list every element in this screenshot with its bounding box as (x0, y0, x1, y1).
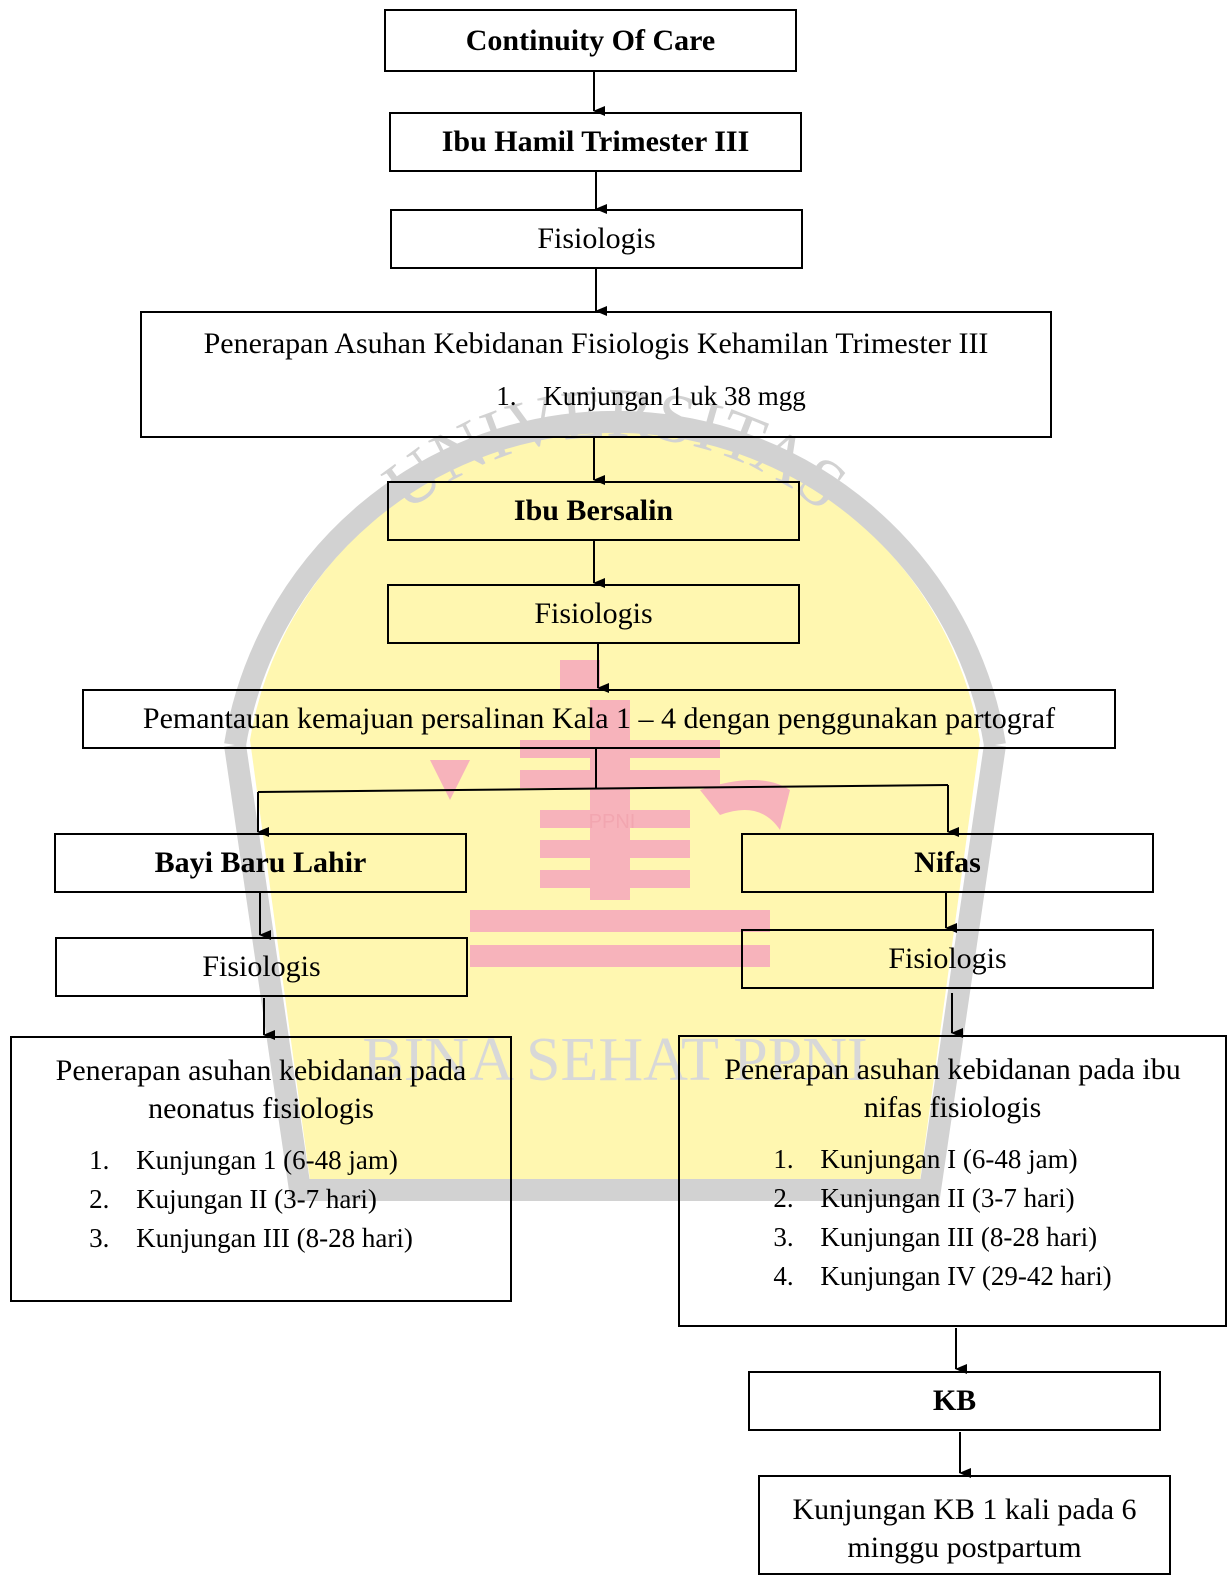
node-ibu-bersalin: Ibu Bersalin (387, 481, 800, 541)
node-title-line2: neonatus fisiologis (148, 1091, 374, 1125)
node-ibu-hamil: Ibu Hamil Trimester III (389, 112, 802, 172)
node-label: Fisiologis (888, 942, 1007, 976)
visit-list: 1. Kunjungan 1 (6-48 jam) 2. Kujungan II… (89, 1141, 413, 1258)
node-fisiologis-bersalin: Fisiologis (387, 584, 800, 644)
node-pemantauan: Pemantauan kemajuan persalinan Kala 1 – … (82, 689, 1116, 749)
list-text: Kunjungan 1 uk 38 mgg (543, 380, 806, 411)
list-text: Kunjungan II (3-7 hari) (820, 1183, 1075, 1213)
list-item: 1. Kunjungan 1 (6-48 jam) (89, 1141, 413, 1180)
visit-list: 1. Kunjungan 1 uk 38 mgg (496, 377, 806, 416)
branch-horizontal (257, 784, 949, 793)
list-text: Kujungan II (3-7 hari) (136, 1184, 377, 1214)
node-nifas: Nifas (741, 833, 1154, 893)
list-number: 2. (773, 1183, 794, 1213)
list-item: 4. Kunjungan IV (29-42 hari) (773, 1257, 1111, 1296)
list-number: 2. (89, 1184, 110, 1214)
watermark-emblem-label: PPNI (589, 811, 636, 833)
list-text: Kunjungan IV (29-42 hari) (820, 1261, 1112, 1291)
visit-list: 1. Kunjungan I (6-48 jam) 2. Kunjungan I… (773, 1140, 1111, 1296)
list-number: 1. (89, 1145, 110, 1175)
node-label-line2: minggu postpartum (847, 1530, 1082, 1564)
node-label: Pemantauan kemajuan persalinan Kala 1 – … (142, 702, 1056, 736)
node-label: KB (932, 1384, 977, 1418)
node-title-line1: Penerapan asuhan kebidanan pada ibu (724, 1053, 1181, 1086)
list-item: 1. Kunjungan 1 uk 38 mgg (496, 377, 806, 416)
node-fisiologis-hamil: Fisiologis (390, 209, 803, 269)
node-fisiologis-bbl: Fisiologis (55, 937, 468, 997)
list-number: 1. (773, 1144, 794, 1174)
node-title: Penerapan Asuhan Kebidanan Fisiologis Ke… (203, 327, 989, 360)
list-number: 1. (496, 380, 517, 411)
list-text: Kunjungan I (6-48 jam) (820, 1144, 1078, 1174)
list-item: 3. Kunjungan III (8-28 hari) (773, 1218, 1111, 1257)
list-number: 4. (773, 1261, 794, 1291)
node-kunjungan-kb: Kunjungan KB 1 kali pada 6 minggu postpa… (758, 1475, 1171, 1575)
list-text: Kunjungan III (8-28 hari) (136, 1223, 413, 1253)
list-item: 2. Kujungan II (3-7 hari) (89, 1180, 413, 1219)
node-label: Fisiologis (202, 950, 321, 984)
node-label: Continuity Of Care (465, 23, 716, 57)
node-label: Ibu Hamil Trimester III (441, 125, 750, 159)
node-label: Nifas (914, 846, 981, 880)
list-item: 1. Kunjungan I (6-48 jam) (773, 1140, 1111, 1179)
watermark-emblem (430, 660, 790, 967)
node-continuity-of-care: Continuity Of Care (384, 9, 797, 72)
node-bayi-baru-lahir: Bayi Baru Lahir (54, 833, 467, 893)
node-label: Bayi Baru Lahir (154, 846, 367, 880)
list-number: 3. (89, 1223, 110, 1253)
node-label-line1: Kunjungan KB 1 kali pada 6 (792, 1493, 1137, 1526)
node-kb: KB (748, 1371, 1161, 1431)
node-asuhan-neonatus: Penerapan asuhan kebidanan pada neonatus… (10, 1036, 512, 1302)
node-asuhan-hamil: Penerapan Asuhan Kebidanan Fisiologis Ke… (140, 311, 1052, 438)
node-asuhan-nifas: Penerapan asuhan kebidanan pada ibu nifa… (678, 1035, 1227, 1327)
node-label: Fisiologis (534, 597, 653, 631)
list-text: Kunjungan 1 (6-48 jam) (136, 1145, 398, 1175)
list-number: 3. (773, 1222, 794, 1252)
node-title-line1: Penerapan asuhan kebidanan pada (55, 1054, 467, 1087)
node-label: Fisiologis (537, 222, 656, 256)
node-label: Ibu Bersalin (513, 494, 674, 528)
node-fisiologis-nifas: Fisiologis (741, 929, 1154, 989)
list-item: 2. Kunjungan II (3-7 hari) (773, 1179, 1111, 1218)
list-text: Kunjungan III (8-28 hari) (820, 1222, 1098, 1252)
node-title-line2: nifas fisiologis (863, 1090, 1042, 1124)
list-item: 3. Kunjungan III (8-28 hari) (89, 1219, 413, 1258)
